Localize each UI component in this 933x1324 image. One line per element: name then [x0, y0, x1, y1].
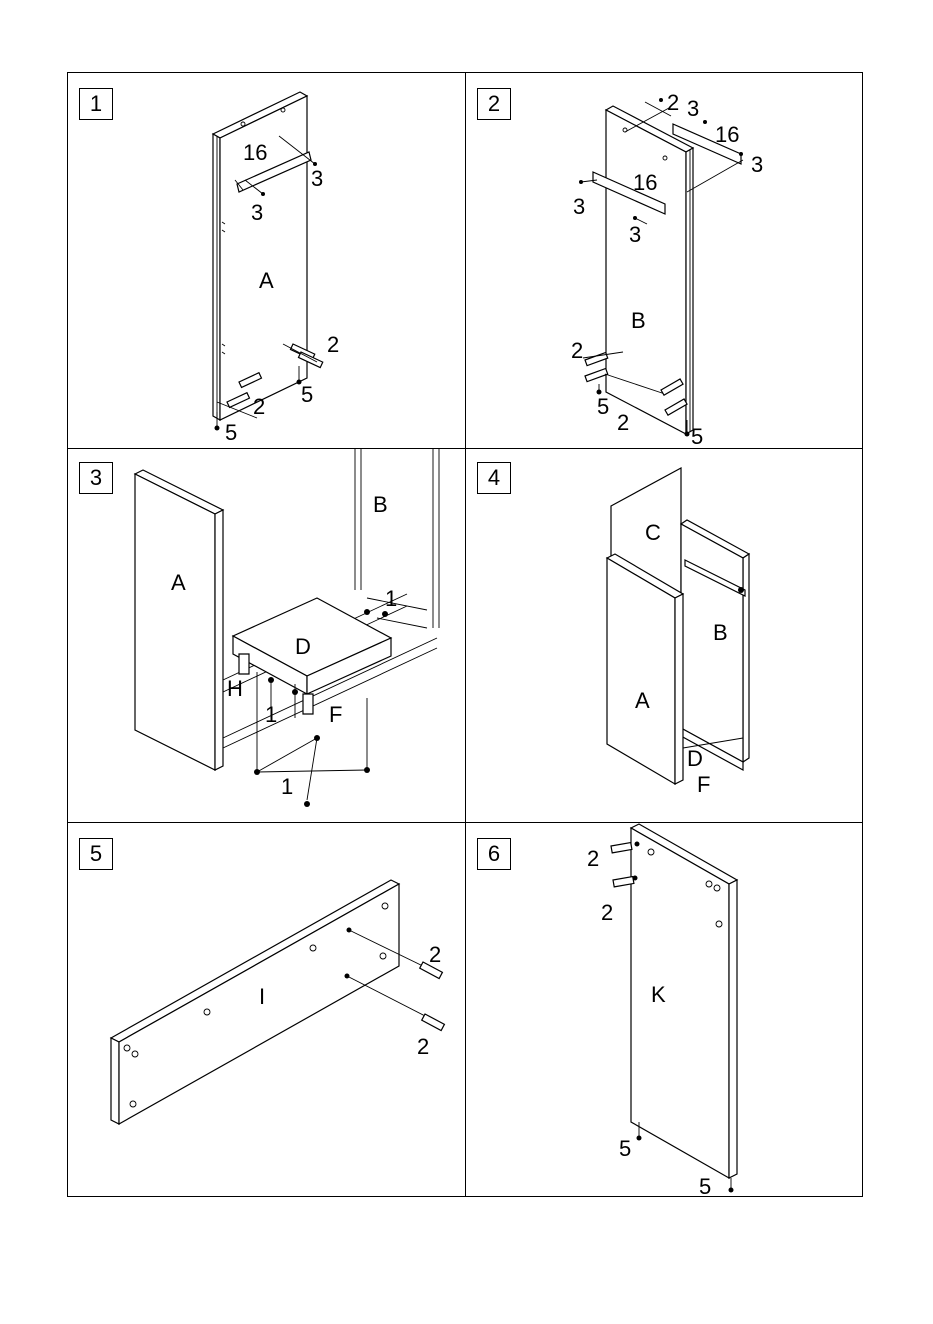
step-6-part-label: K: [651, 984, 666, 1006]
step-3-screw-top: 1: [385, 588, 397, 610]
step-5-drawing: [67, 822, 465, 1197]
step-2-screw-top: 3: [687, 98, 699, 120]
step-5-dowel-bottom: 2: [417, 1036, 429, 1058]
step-3-part-a: A: [171, 572, 186, 594]
step-6-drawing: [465, 822, 863, 1197]
step-5-dowel-top: 2: [429, 944, 441, 966]
step-2-panel: 2 2 3 16 3 16 3 3 B 2 5 2 5: [465, 72, 863, 448]
step-2-screw-right: 3: [751, 154, 763, 176]
step-1-drawing: [67, 72, 465, 448]
step-2-cam-left: 5: [597, 396, 609, 418]
step-3-part-f: F: [329, 704, 342, 726]
step-4-part-d: D: [687, 748, 703, 770]
step-3-part-h: H: [227, 678, 243, 700]
step-1-panel: 1 A 16 3 3 2 2 5 5: [67, 72, 465, 448]
step-5-part-label: I: [259, 986, 265, 1008]
step-1-cam-right: 5: [301, 384, 313, 406]
step-2-dowel-bottom: 2: [617, 412, 629, 434]
step-4-part-b: B: [713, 622, 728, 644]
step-3-panel: 3 A B D H F 1 1: [67, 448, 465, 822]
step-6-dowel-top: 2: [587, 848, 599, 870]
step-3-screw-mid: 1: [265, 704, 277, 726]
step-2-drawing: [465, 72, 863, 448]
step-4-panel: 4 C B A D F: [465, 448, 863, 822]
step-3-screw-bottom: 1: [281, 776, 293, 798]
step-2-screw-bottom: 3: [629, 224, 641, 246]
step-2-dowel-top: 2: [667, 92, 679, 114]
step-6-dowel-bottom: 2: [601, 902, 613, 924]
step-1-part-label: A: [259, 270, 274, 292]
step-2-part-label: B: [631, 310, 646, 332]
step-6-cam-right: 5: [699, 1176, 711, 1198]
step-2-cam-right: 5: [691, 426, 703, 448]
step-2-bracket-left: 16: [633, 172, 657, 194]
step-1-cam-left: 5: [225, 422, 237, 444]
step-3-part-b: B: [373, 494, 388, 516]
step-6-panel: 6 2 2 K 5 5: [465, 822, 863, 1197]
step-4-part-a: A: [635, 690, 650, 712]
step-6-cam-left: 5: [619, 1138, 631, 1160]
step-2-dowel-left: 2: [571, 340, 583, 362]
step-4-part-c: C: [645, 522, 661, 544]
step-4-part-f: F: [697, 774, 710, 796]
step-4-drawing: [465, 448, 863, 822]
step-3-drawing: [67, 448, 465, 822]
step-1-screw-right: 3: [311, 168, 323, 190]
step-2-bracket-right: 16: [715, 124, 739, 146]
step-5-panel: 5 I 2 2: [67, 822, 465, 1197]
step-1-bracket-count: 16: [243, 142, 267, 164]
step-1-dowel-left: 2: [253, 396, 265, 418]
step-3-part-d: D: [295, 636, 311, 658]
step-2-screw-left: 3: [573, 196, 585, 218]
step-1-screw-left: 3: [251, 202, 263, 224]
step-1-dowel-right: 2: [327, 334, 339, 356]
